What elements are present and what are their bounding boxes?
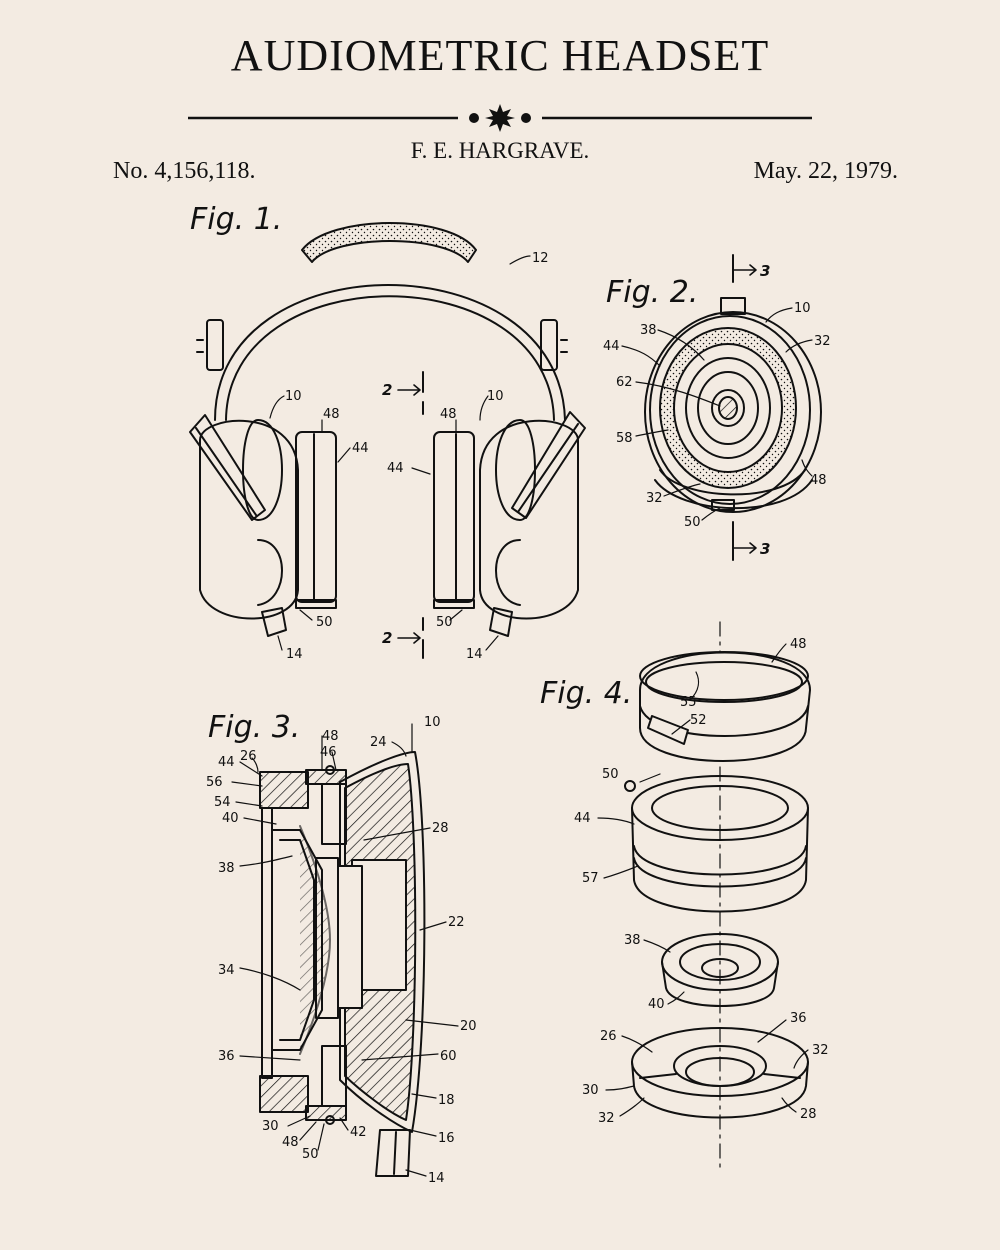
ref-numeral: 48 xyxy=(440,407,457,422)
star-ornament-icon xyxy=(485,104,515,132)
ref-numeral: 30 xyxy=(582,1083,599,1098)
ref-numeral: 2 xyxy=(382,381,392,399)
ref-numeral: 32 xyxy=(814,334,831,349)
ref-numeral: 28 xyxy=(432,821,449,836)
fig-1-headset-drawing xyxy=(189,222,586,659)
ref-numeral: 18 xyxy=(438,1093,455,1108)
ref-numeral: 44 xyxy=(218,755,235,770)
ref-numeral: 42 xyxy=(350,1125,367,1140)
inventor-name: F. E. HARGRAVE. xyxy=(410,138,590,163)
ref-numeral: 14 xyxy=(286,647,303,662)
ref-numeral: 40 xyxy=(648,997,665,1012)
ref-numeral: 38 xyxy=(218,861,235,876)
ref-numeral: 28 xyxy=(800,1107,817,1122)
ref-numeral: 50 xyxy=(602,767,619,782)
ref-numeral: 44 xyxy=(603,339,620,354)
ref-numeral: 46 xyxy=(320,745,337,760)
ref-numeral: 10 xyxy=(487,389,504,404)
ref-numeral: 60 xyxy=(440,1049,457,1064)
ref-numeral: 50 xyxy=(684,515,701,530)
ref-numeral: 30 xyxy=(262,1119,279,1134)
fig-1-label: Fig. 1. xyxy=(190,202,283,237)
ref-numeral: 10 xyxy=(794,301,811,316)
document-title: AUDIOMETRIC HEADSET xyxy=(230,31,770,80)
ref-numeral: 48 xyxy=(282,1135,299,1150)
ref-numeral: 12 xyxy=(532,251,549,266)
ref-numeral: 36 xyxy=(218,1049,235,1064)
ref-numeral: 26 xyxy=(240,749,257,764)
ref-numeral: 62 xyxy=(616,375,633,390)
ref-numeral: 16 xyxy=(438,1131,455,1146)
fig-4-label: Fig. 4. xyxy=(540,676,633,711)
ref-numeral: 2 xyxy=(382,629,392,647)
fig-4-reference-numerals: 48 55 52 50 44 57 38 40 36 26 32 30 32 2… xyxy=(574,637,829,1126)
ref-numeral: 22 xyxy=(448,915,465,930)
fig-3-label: Fig. 3. xyxy=(208,710,301,745)
ref-numeral: 38 xyxy=(640,323,657,338)
ref-numeral: 48 xyxy=(322,729,339,744)
ref-numeral: 50 xyxy=(316,615,333,630)
title-divider xyxy=(188,104,812,132)
ref-numeral: 32 xyxy=(646,491,663,506)
ref-numeral: 34 xyxy=(218,963,235,978)
ref-numeral: 57 xyxy=(582,871,599,886)
fig-3-section-drawing xyxy=(231,723,459,1177)
ref-numeral: 50 xyxy=(302,1147,319,1162)
fig-1-reference-numerals: 12 10 48 44 2 10 48 44 50 14 50 14 2 xyxy=(285,251,549,662)
ref-numeral: 14 xyxy=(466,647,483,662)
ref-numeral: 14 xyxy=(428,1171,445,1186)
ref-numeral: 24 xyxy=(370,735,387,750)
ref-numeral: 56 xyxy=(206,775,223,790)
ref-numeral: 20 xyxy=(460,1019,477,1034)
ref-numeral: 52 xyxy=(690,713,707,728)
ref-numeral: 3 xyxy=(760,540,770,558)
ref-numeral: 44 xyxy=(352,441,369,456)
ref-numeral: 48 xyxy=(790,637,807,652)
ref-numeral: 58 xyxy=(616,431,633,446)
fig-4-exploded-drawing xyxy=(597,621,811,1169)
patent-number: No. 4,156,118. xyxy=(113,158,256,184)
ref-numeral: 40 xyxy=(222,811,239,826)
ref-numeral: 32 xyxy=(598,1111,615,1126)
ref-numeral: 54 xyxy=(214,795,231,810)
ref-numeral: 44 xyxy=(574,811,591,826)
ref-numeral: 55 xyxy=(680,695,697,710)
ref-numeral: 48 xyxy=(323,407,340,422)
fig-2-earcup-face-drawing xyxy=(621,254,822,561)
ref-numeral: 48 xyxy=(810,473,827,488)
ref-numeral: 26 xyxy=(600,1029,617,1044)
ref-numeral: 10 xyxy=(285,389,302,404)
fig-3-reference-numerals: 10 48 46 24 44 26 56 54 40 28 38 22 34 2… xyxy=(206,715,477,1186)
ref-numeral: 50 xyxy=(436,615,453,630)
ref-numeral: 32 xyxy=(812,1043,829,1058)
fig-2-reference-numerals: 3 10 38 32 44 62 58 48 32 50 3 xyxy=(603,262,831,558)
ref-numeral: 3 xyxy=(760,262,770,280)
fig-2-label: Fig. 2. xyxy=(606,275,699,310)
patent-date: May. 22, 1979. xyxy=(753,158,898,184)
ref-numeral: 38 xyxy=(624,933,641,948)
ref-numeral: 36 xyxy=(790,1011,807,1026)
ref-numeral: 44 xyxy=(387,461,404,476)
ref-numeral: 10 xyxy=(424,715,441,730)
